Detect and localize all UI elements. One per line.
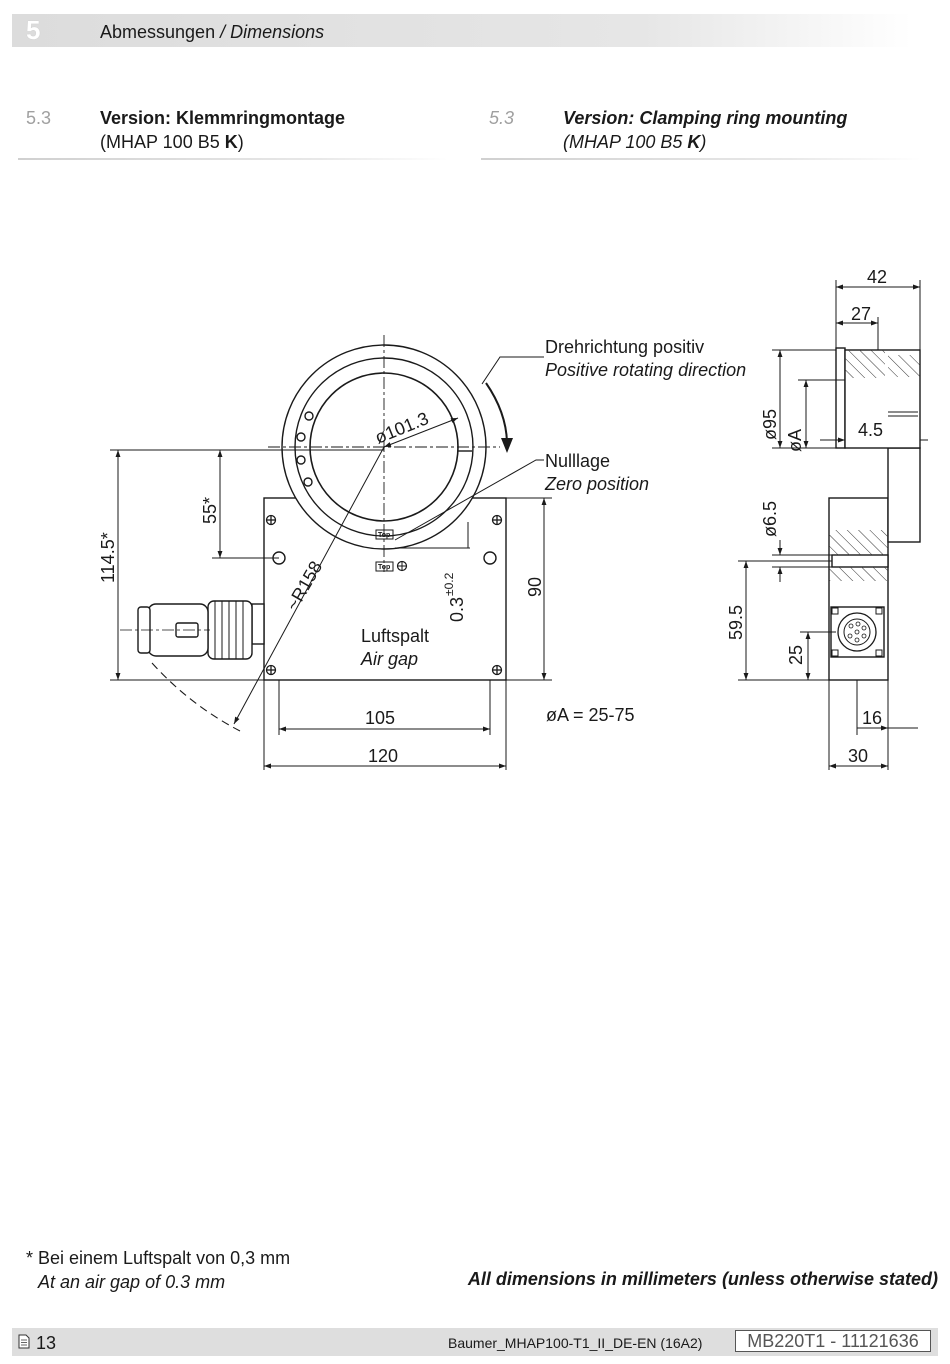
label-airgap-de: Luftspalt [361,626,429,646]
section-rule [481,158,921,160]
section-number-en: 5.3 [489,108,515,128]
dim-105: 105 [365,708,395,728]
top-mark [375,529,394,540]
plate-hole [483,551,497,565]
section-rule [18,158,448,160]
subtitle-bold: K [687,132,701,152]
ring-hole [304,411,314,421]
ring-hole [303,477,313,487]
dim-114: 114.5* [98,532,118,583]
subtitle-bold: K [224,132,238,152]
chapter-title-de: Abmessungen [100,22,216,42]
label-airgap-en: Air gap [360,649,418,669]
dim-03-tol: ±0.2 [442,572,456,596]
subtitle-post: ) [700,132,707,152]
dim-a: øA [785,429,805,452]
section-number-de: 5.3 [26,108,52,128]
dim-25: 25 [786,645,806,665]
document-code: MB220T1 - 11121636 [735,1330,931,1352]
ring-hole [296,432,306,442]
dim-120: 120 [368,746,398,766]
chapter-number: 5 [26,15,41,45]
chapter-title-en: Dimensions [230,22,325,42]
label-rotation-de: Drehrichtung positiv [545,337,704,357]
label-dia-a-range: øA = 25-75 [546,705,635,725]
side-flange [835,347,846,449]
top-mark-label: Top [378,564,390,571]
dim-95: ø95 [760,409,780,440]
section-subtitle-en: (MHAP 100 B5 K) [563,132,706,153]
label-zero-en: Zero position [544,474,649,494]
label-rotation-en: Positive rotating direction [545,360,746,380]
header-bar [12,14,912,47]
dim-42: 42 [867,267,887,287]
section-title-en: Version: Clamping ring mounting [563,108,848,128]
footnote-de: * Bei einem Luftspalt von 0,3 mm [26,1248,291,1268]
dim-65: ø6.5 [760,501,780,537]
dim-16: 16 [862,708,882,728]
dim-90: 90 [525,577,545,597]
dim-30: 30 [848,746,868,766]
subtitle-post: ) [237,132,244,152]
page-number: 13 [36,1333,57,1353]
ring-hole [296,455,306,465]
section-subtitle-de: (MHAP 100 B5 K) [100,132,244,153]
document-name: Baumer_MHAP100-T1_II_DE-EN (16A2) [448,1335,703,1351]
subtitle-pre: (MHAP 100 B5 [100,132,225,152]
section-title-de: Version: Klemmringmontage [100,108,346,128]
dim-595: 59.5 [726,605,746,640]
top-mark-label: Top [378,532,390,539]
dim-27: 27 [851,304,871,324]
label-zero-de: Nulllage [545,451,610,471]
top-mark [375,561,394,572]
chapter-title: Abmessungen / Dimensions [100,20,324,44]
side-connector [830,606,885,658]
cable-connector [120,600,265,660]
units-note: All dimensions in millimeters (unless ot… [467,1269,938,1289]
chapter-title-sep: / [215,22,231,42]
dim-55: 55* [200,497,220,524]
dim-03: 0.3 [447,597,467,622]
subtitle-pre: (MHAP 100 B5 [563,132,688,152]
footnote-en: At an air gap of 0.3 mm [38,1272,226,1292]
dim-45: 4.5 [858,420,883,440]
side-ring-lower [887,447,921,543]
footnote: * Bei einem Luftspalt von 0,3 mm At an a… [26,1246,290,1294]
page-icon [18,1334,30,1349]
